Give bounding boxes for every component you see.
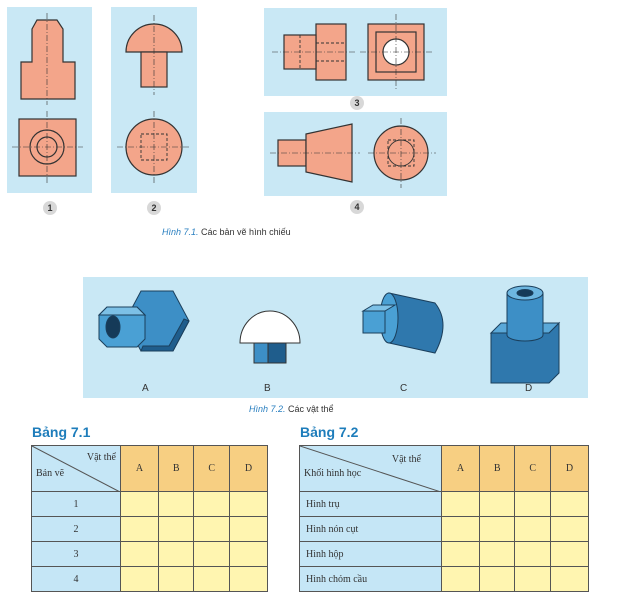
row-header: 3: [31, 541, 121, 567]
object-b: [239, 310, 301, 364]
column-header: B: [158, 445, 195, 492]
corner-bottom-label: Khối hình học: [304, 468, 362, 479]
object-label-c: C: [400, 383, 408, 394]
table-7-1: Vật thể Bản vẽ A B C D 1 2 3 4: [31, 445, 269, 592]
corner-top-label: Vật thể: [391, 454, 421, 465]
figure-7-1-caption-text: Các bản vẽ hình chiếu: [198, 227, 291, 237]
figure-label-3: 3: [350, 96, 364, 110]
table-cell[interactable]: [193, 516, 230, 542]
table-7-2: Vật thể Khối hình học A B C D Hình trụ H…: [299, 445, 590, 592]
row-header: 2: [31, 516, 121, 542]
figure-7-1-caption: Hình 7.1. Các bản vẽ hình chiếu: [162, 227, 291, 237]
table-cell[interactable]: [514, 541, 551, 567]
table-cell[interactable]: [228, 566, 269, 592]
row-header: Hình nón cụt: [299, 516, 442, 542]
objects-panel: [83, 277, 588, 398]
objects-illustration: [97, 285, 561, 384]
object-c: [361, 292, 444, 354]
object-label-d: D: [525, 383, 533, 394]
table-row: Hình chỏm cầu: [299, 566, 590, 592]
table-row: 4: [31, 566, 269, 592]
table-cell[interactable]: [158, 516, 195, 542]
table-cell[interactable]: [549, 541, 590, 567]
column-header: A: [440, 445, 481, 492]
table-cell[interactable]: [158, 566, 195, 592]
drawing-4: [270, 118, 436, 188]
drawing-1: [12, 13, 83, 185]
table-row: 2: [31, 516, 269, 542]
row-header: Hình hộp: [299, 541, 442, 567]
column-header: A: [119, 445, 160, 492]
column-header: D: [228, 445, 269, 492]
table-cell[interactable]: [479, 566, 516, 592]
corner-bottom-label: Bản vẽ: [36, 468, 65, 479]
table-cell[interactable]: [193, 541, 230, 567]
table-cell[interactable]: [228, 491, 269, 517]
column-header: D: [549, 445, 590, 492]
figure-label-2: 2: [147, 201, 161, 215]
table-cell[interactable]: [119, 491, 160, 517]
table-cell[interactable]: [119, 516, 160, 542]
table-cell[interactable]: [514, 516, 551, 542]
table-cell[interactable]: [193, 491, 230, 517]
object-label-b: B: [264, 383, 271, 394]
drawing-panel-3: [264, 8, 447, 96]
object-d: [489, 285, 561, 384]
column-header: C: [193, 445, 230, 492]
table-row: Hình trụ: [299, 491, 590, 517]
figure-7-2-caption: Hình 7.2. Các vật thể: [249, 404, 334, 414]
row-header: Hình chỏm cầu: [299, 566, 442, 592]
table-cell[interactable]: [440, 541, 481, 567]
diagonal-line: [300, 446, 441, 492]
table-cell[interactable]: [193, 566, 230, 592]
column-header: C: [514, 445, 551, 492]
table-row: Hình hộp: [299, 541, 590, 567]
table-cell[interactable]: [479, 491, 516, 517]
table-row: Vật thể Khối hình học A B C D: [299, 445, 590, 492]
figure-label-1: 1: [43, 201, 57, 215]
table-7-2-title: Bảng 7.2: [300, 424, 359, 440]
table-corner-cell: Vật thể Khối hình học: [299, 445, 442, 492]
table-row: Hình nón cụt: [299, 516, 590, 542]
table-row: 1: [31, 491, 269, 517]
column-header: B: [479, 445, 516, 492]
row-header: 4: [31, 566, 121, 592]
table-cell[interactable]: [440, 516, 481, 542]
table-cell[interactable]: [158, 491, 195, 517]
table-cell[interactable]: [514, 566, 551, 592]
table-cell[interactable]: [119, 541, 160, 567]
drawing-2: [117, 15, 191, 185]
table-cell[interactable]: [549, 491, 590, 517]
drawing-panel-2: [111, 7, 197, 193]
table-cell[interactable]: [440, 491, 481, 517]
table-cell[interactable]: [549, 566, 590, 592]
table-cell[interactable]: [440, 566, 481, 592]
row-header: Hình trụ: [299, 491, 442, 517]
table-cell[interactable]: [479, 541, 516, 567]
table-cell[interactable]: [228, 516, 269, 542]
table-row: 3: [31, 541, 269, 567]
figure-7-1-caption-number: Hình 7.1.: [162, 227, 199, 237]
table-row: Vật thể Bản vẽ A B C D: [31, 445, 269, 492]
object-label-a: A: [142, 383, 149, 394]
diagonal-line: [32, 446, 120, 492]
drawing-3: [272, 14, 434, 90]
table-cell[interactable]: [228, 541, 269, 567]
table-cell[interactable]: [479, 516, 516, 542]
figure-7-2-caption-number: Hình 7.2.: [249, 404, 286, 414]
table-cell[interactable]: [549, 516, 590, 542]
drawing-panel-4: [264, 112, 447, 196]
corner-top-label: Vật thể: [86, 452, 116, 463]
table-cell[interactable]: [119, 566, 160, 592]
object-a: [97, 290, 190, 352]
row-header: 1: [31, 491, 121, 517]
drawing-panel-1: [7, 7, 92, 193]
table-corner-cell: Vật thể Bản vẽ: [31, 445, 121, 492]
table-cell[interactable]: [514, 491, 551, 517]
table-cell[interactable]: [158, 541, 195, 567]
table-7-1-title: Bảng 7.1: [32, 424, 91, 440]
figure-7-2-caption-text: Các vật thể: [285, 404, 334, 414]
figure-label-4: 4: [350, 200, 364, 214]
